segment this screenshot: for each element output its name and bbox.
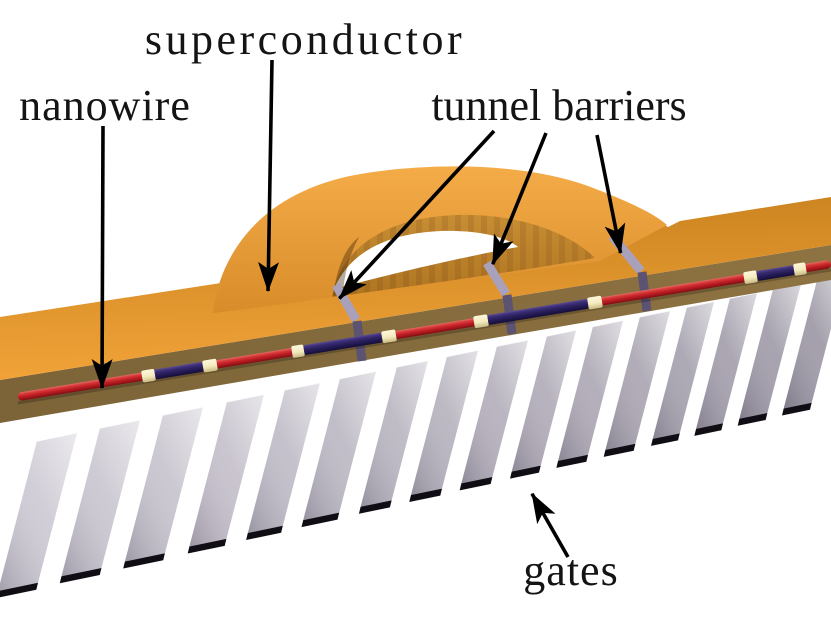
gates-group — [0, 276, 831, 598]
nanowire-ring — [743, 270, 758, 284]
tunnel-barrier-arrow-1 — [338, 129, 496, 300]
superconductor-loop — [213, 166, 667, 313]
annotation-arrows — [91, 59, 626, 558]
gate-edge — [694, 423, 724, 436]
gate-edge — [301, 512, 340, 528]
tunnel-barrier-arrow-2 — [491, 132, 548, 266]
nanowire-ring — [291, 344, 305, 358]
gate-edge — [0, 582, 38, 598]
gate-edge — [781, 402, 812, 416]
nanowire-segment — [487, 299, 589, 325]
gate-edge — [123, 553, 165, 569]
gate-edge — [737, 413, 768, 426]
nanowire — [17, 260, 831, 401]
nanowire-ring — [202, 358, 218, 373]
tunnel-barrier — [483, 260, 510, 297]
gate-edge — [603, 443, 636, 457]
gate-edge — [651, 433, 680, 446]
nanowire-segment — [303, 332, 383, 355]
tunnel-barrier-arrow-3 — [595, 134, 626, 255]
gate-edge — [409, 488, 442, 503]
gate-edge — [246, 525, 283, 540]
nanowire-ring — [587, 295, 603, 310]
gate-edge — [510, 465, 541, 479]
gate-edge — [59, 568, 102, 584]
superconductor-label: superconductor — [144, 15, 466, 64]
nanowire-ring — [473, 314, 489, 329]
nanowire-segment — [154, 362, 204, 380]
gate-edge — [187, 538, 227, 554]
gates-arrow — [530, 492, 570, 558]
nanowire-ring — [381, 329, 397, 344]
nanowire-ring — [793, 262, 807, 276]
nanowire-arrow — [91, 125, 113, 389]
gates-label: gates — [523, 546, 619, 595]
gate-edge — [358, 500, 392, 514]
loop-opening — [334, 230, 518, 289]
superconductor-arrow — [258, 59, 280, 293]
gate-edge — [556, 454, 589, 468]
nanowire-ring — [141, 368, 156, 383]
tunnel-barriers-label: tunnel barriers — [431, 81, 687, 130]
nanowire-segment — [756, 265, 795, 281]
nanowire-label: nanowire — [19, 81, 191, 130]
gate-edge — [459, 476, 493, 491]
